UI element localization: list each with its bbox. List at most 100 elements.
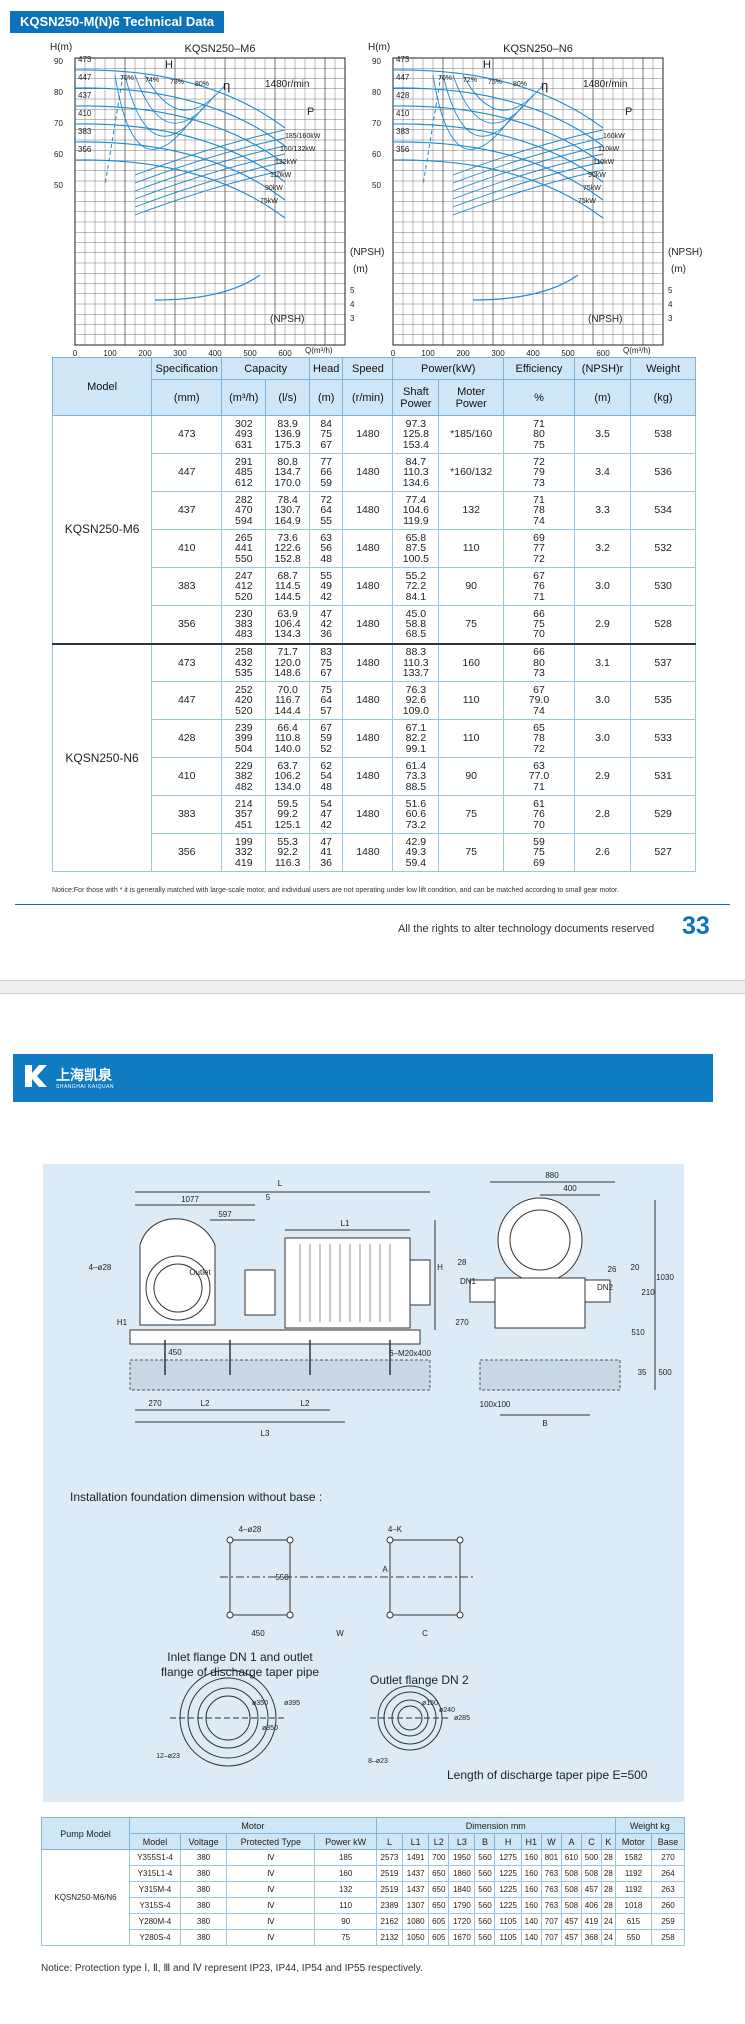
cell-h: 83 75 67 [308,642,344,682]
head-curve [392,159,604,219]
th-sub: W [540,1833,562,1850]
cell-npsh: 2.6 [573,833,632,872]
cell-q2: 68.7 114.5 144.5 [265,567,310,606]
efficiency-label: 74% [145,77,159,84]
npsh-curve-label: (NPSH) [588,314,622,325]
cell-w: 528 [630,605,696,644]
cell-n: 1480 [342,415,394,454]
npsh-tick-label: 5 [350,286,355,295]
side-dim-label: L2 [201,1399,210,1408]
cell-w: 533 [630,719,696,758]
cell: 500 [580,1849,602,1866]
cell-npsh: 3.0 [573,719,632,758]
q-tick-label: 400 [208,349,222,358]
th-dimension-group: Dimension mm [375,1817,616,1834]
power-label: 90kW [265,185,283,192]
cell: 560 [474,1881,496,1898]
cell-spec: 473 [151,415,223,454]
cell: 650 [428,1865,450,1882]
cell-q1: 282 470 594 [221,491,267,530]
h-tick-label: 80 [54,88,63,97]
cell-spec: 383 [151,567,223,606]
table-note: Notice:For those with * it is generally … [52,887,619,894]
cell: 2132 [375,1929,404,1946]
cell: 380 [180,1913,228,1930]
foundation-dim-label: W [336,1629,344,1638]
cell-motor: 110 [438,681,504,720]
th-sub: C [580,1833,602,1850]
cell-q1: 302 493 631 [221,415,267,454]
symbol-eta: η [223,78,230,93]
power-curve [134,137,286,184]
q-tick-label: 200 [456,349,470,358]
cell: 380 [180,1865,228,1882]
cell-w: 530 [630,567,696,606]
end-dim-label: 1030 [656,1273,674,1282]
cell-h: 75 64 57 [308,681,344,720]
cell-motor: 75 [438,833,504,872]
cell-n: 1480 [342,719,394,758]
cell: 508 [560,1881,582,1898]
head-curve [74,123,286,183]
power-label: 160kW [603,133,625,140]
taper-pipe-note: Length of discharge taper pipe E=500 [447,1768,648,1782]
cell: 610 [560,1849,582,1866]
cell: Y315L1-4 [128,1865,182,1882]
cell-h: 72 64 55 [308,491,344,530]
efficiency-curve [134,74,216,124]
power-curve [134,129,286,176]
cell-q1: 247 412 520 [221,567,267,606]
th-sub: Protected Type [226,1833,316,1850]
th-sub: H [494,1833,522,1850]
end-body [494,1277,586,1329]
th-sub: Power kW [314,1833,377,1850]
cell-n: 1480 [342,453,394,492]
q-tick-label: 0 [391,349,396,358]
power-curve [452,161,604,208]
th-sub: L [375,1833,404,1850]
qmin-line [104,74,124,186]
cell-eff: 65 78 72 [503,719,575,758]
cell-npsh: 3.0 [573,567,632,606]
cell-shaft: 67.1 82.2 99.1 [392,719,440,758]
cell: 707 [540,1929,562,1946]
cell: 2573 [375,1849,404,1866]
cell: 1050 [402,1929,430,1946]
npsh-curve [154,274,261,301]
cell-shaft: 55.2 72.2 84.1 [392,567,440,606]
power-curve [134,145,286,192]
rights-text: All the rights to alter technology docum… [398,923,655,935]
cell: 508 [580,1865,602,1882]
kaiquan-logo-icon [25,1065,47,1087]
cell: 560 [474,1865,496,1882]
npsh-unit-label: (m) [353,264,368,275]
cell: 1437 [402,1881,430,1898]
foundation-title: Installation foundation dimension withou… [70,1490,323,1504]
bolt-hole [386,1611,394,1619]
pump-model-cell: KQSN250-M6/N6 [41,1849,130,1946]
th-head: Head [308,357,344,380]
efficiency-label: 70% [120,75,134,82]
cell-shaft: 65.8 87.5 100.5 [392,529,440,568]
end-dim-label: DN1 [460,1277,477,1286]
brand-bar [13,1054,713,1102]
power-label: 110kW [593,159,615,166]
cell: 560 [474,1929,496,1946]
h-tick-label: 60 [54,150,63,159]
q-tick-label: 100 [421,349,435,358]
diameter-label: 447 [396,73,410,82]
end-dim-label: 500 [658,1368,672,1377]
th-sub: Model [128,1833,182,1850]
chart-title: KQSN250–M6 [185,43,256,55]
h-tick-label: 70 [372,119,381,128]
power-label: 132kW [275,159,297,166]
performance-curves: KQSN250–M6H(m)90807060504734474374103833… [50,42,702,358]
cell: 763 [540,1865,562,1882]
h-tick-label: 90 [54,57,63,66]
cell: 380 [180,1849,228,1866]
